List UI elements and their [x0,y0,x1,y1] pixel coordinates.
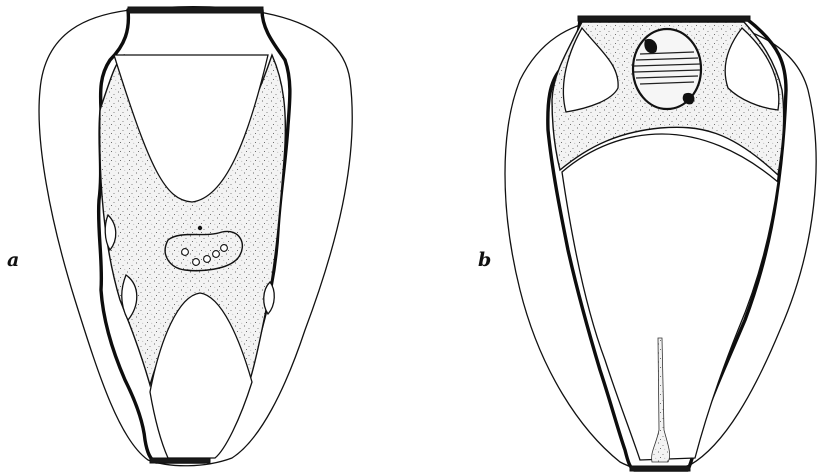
wall-cap-bottom-a [150,458,210,463]
wall-cap-top-b [578,16,750,21]
panel-a: a [7,7,352,466]
nucleolus-4-a [213,251,220,258]
nuclear-granule-a [198,226,202,230]
nucleolus-2-a [193,259,200,266]
wall-cap-top-a [128,7,263,13]
panel-label-b: b [478,249,491,271]
nucleolus-5-a [221,245,228,252]
nucleolus-1-a [182,249,189,256]
nucleolus-3-a [204,256,211,263]
wall-cap-bottom-b [630,466,690,471]
panel-label-a: a [7,249,19,271]
vacuole-central-b [562,134,778,460]
panel-b: b [478,16,816,471]
